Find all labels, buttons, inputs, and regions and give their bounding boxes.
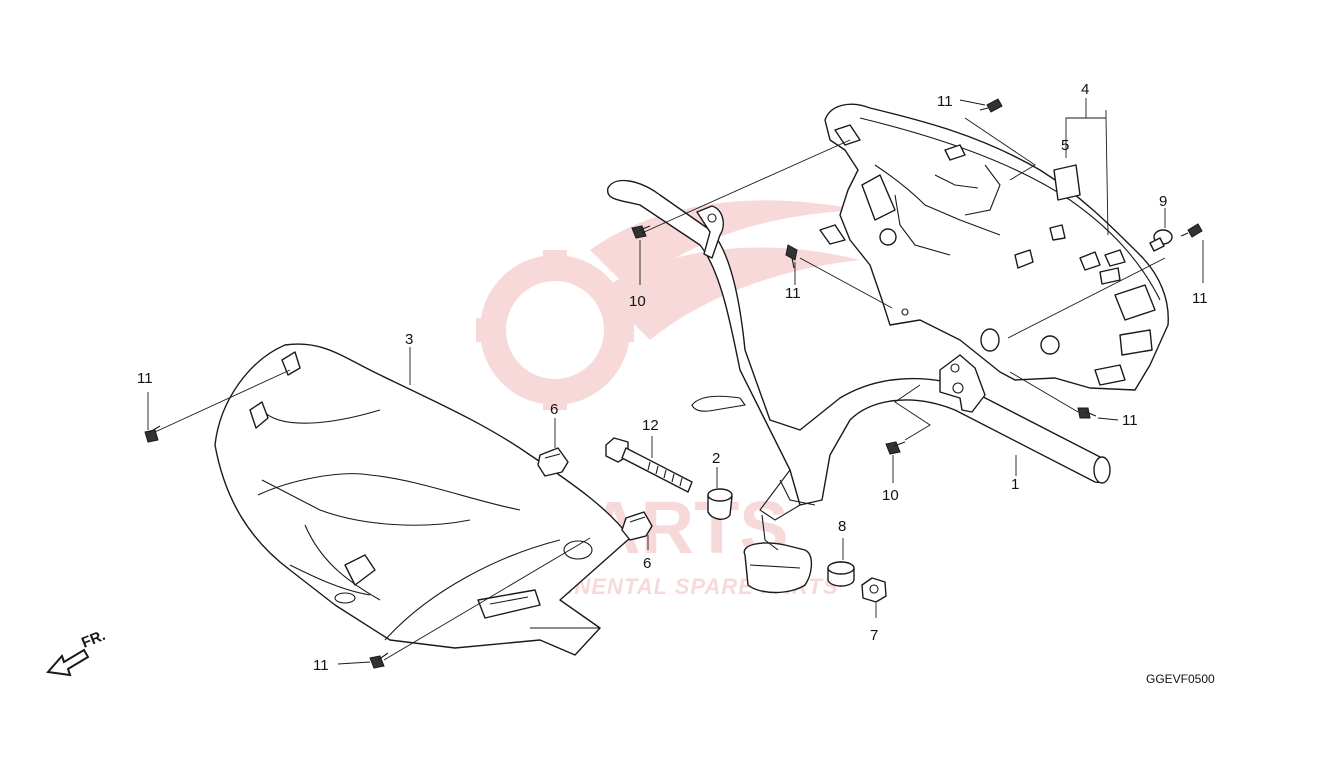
collar (707, 488, 733, 520)
rear-handle-cover (819, 103, 1169, 391)
front-handle-cover (214, 343, 631, 656)
callout-7: 7 (870, 627, 878, 644)
callout-6-lower: 6 (643, 555, 651, 572)
screw-11f (369, 652, 389, 669)
callout-11-lower-right: 11 (1122, 412, 1138, 429)
callout-5: 5 (1061, 137, 1069, 154)
trim-screw (1149, 229, 1173, 252)
callout-11-center: 11 (785, 285, 801, 302)
front-direction-marker: FR. (46, 627, 108, 677)
screw-11a (979, 98, 1003, 113)
callout-6-upper: 6 (550, 401, 558, 418)
emblem (1053, 164, 1081, 201)
callout-12: 12 (642, 417, 659, 434)
clip-nut-upper (537, 447, 569, 477)
callout-11-bottom: 11 (313, 657, 329, 674)
bolt (605, 437, 693, 493)
callout-1: 1 (1011, 476, 1019, 493)
callout-11-left: 11 (137, 370, 153, 387)
rubber-washer (827, 561, 855, 587)
leader-lines (147, 98, 1204, 665)
callout-3: 3 (405, 331, 413, 348)
assembly-lines (154, 117, 1166, 661)
screw-11b (1180, 223, 1203, 238)
callout-labels: 1 2 3 4 5 6 6 7 8 9 10 10 11 11 11 11 11… (137, 81, 1208, 674)
callout-8: 8 (838, 518, 846, 535)
front-marker-label: FR. (79, 627, 108, 652)
screw-11d (1077, 407, 1097, 419)
callout-11-right: 11 (1192, 290, 1208, 307)
callout-4: 4 (1081, 81, 1089, 98)
watermark-gear-icon (476, 200, 860, 410)
front-arrow-icon (46, 648, 90, 677)
callout-10-upper: 10 (629, 293, 646, 310)
callout-11-top: 11 (937, 93, 953, 110)
handlebar-pipe (606, 179, 1111, 594)
screw-10b (885, 441, 906, 455)
callout-9: 9 (1159, 193, 1167, 210)
screw-10a (631, 225, 651, 239)
screw-11e (144, 425, 161, 443)
diagram-reference-code: GGEVF0500 (1146, 672, 1215, 686)
screw-11c (785, 244, 798, 269)
clip-nut-lower (621, 511, 653, 541)
callout-10-lower: 10 (882, 487, 899, 504)
flange-nut (861, 577, 887, 603)
callout-2: 2 (712, 450, 720, 467)
